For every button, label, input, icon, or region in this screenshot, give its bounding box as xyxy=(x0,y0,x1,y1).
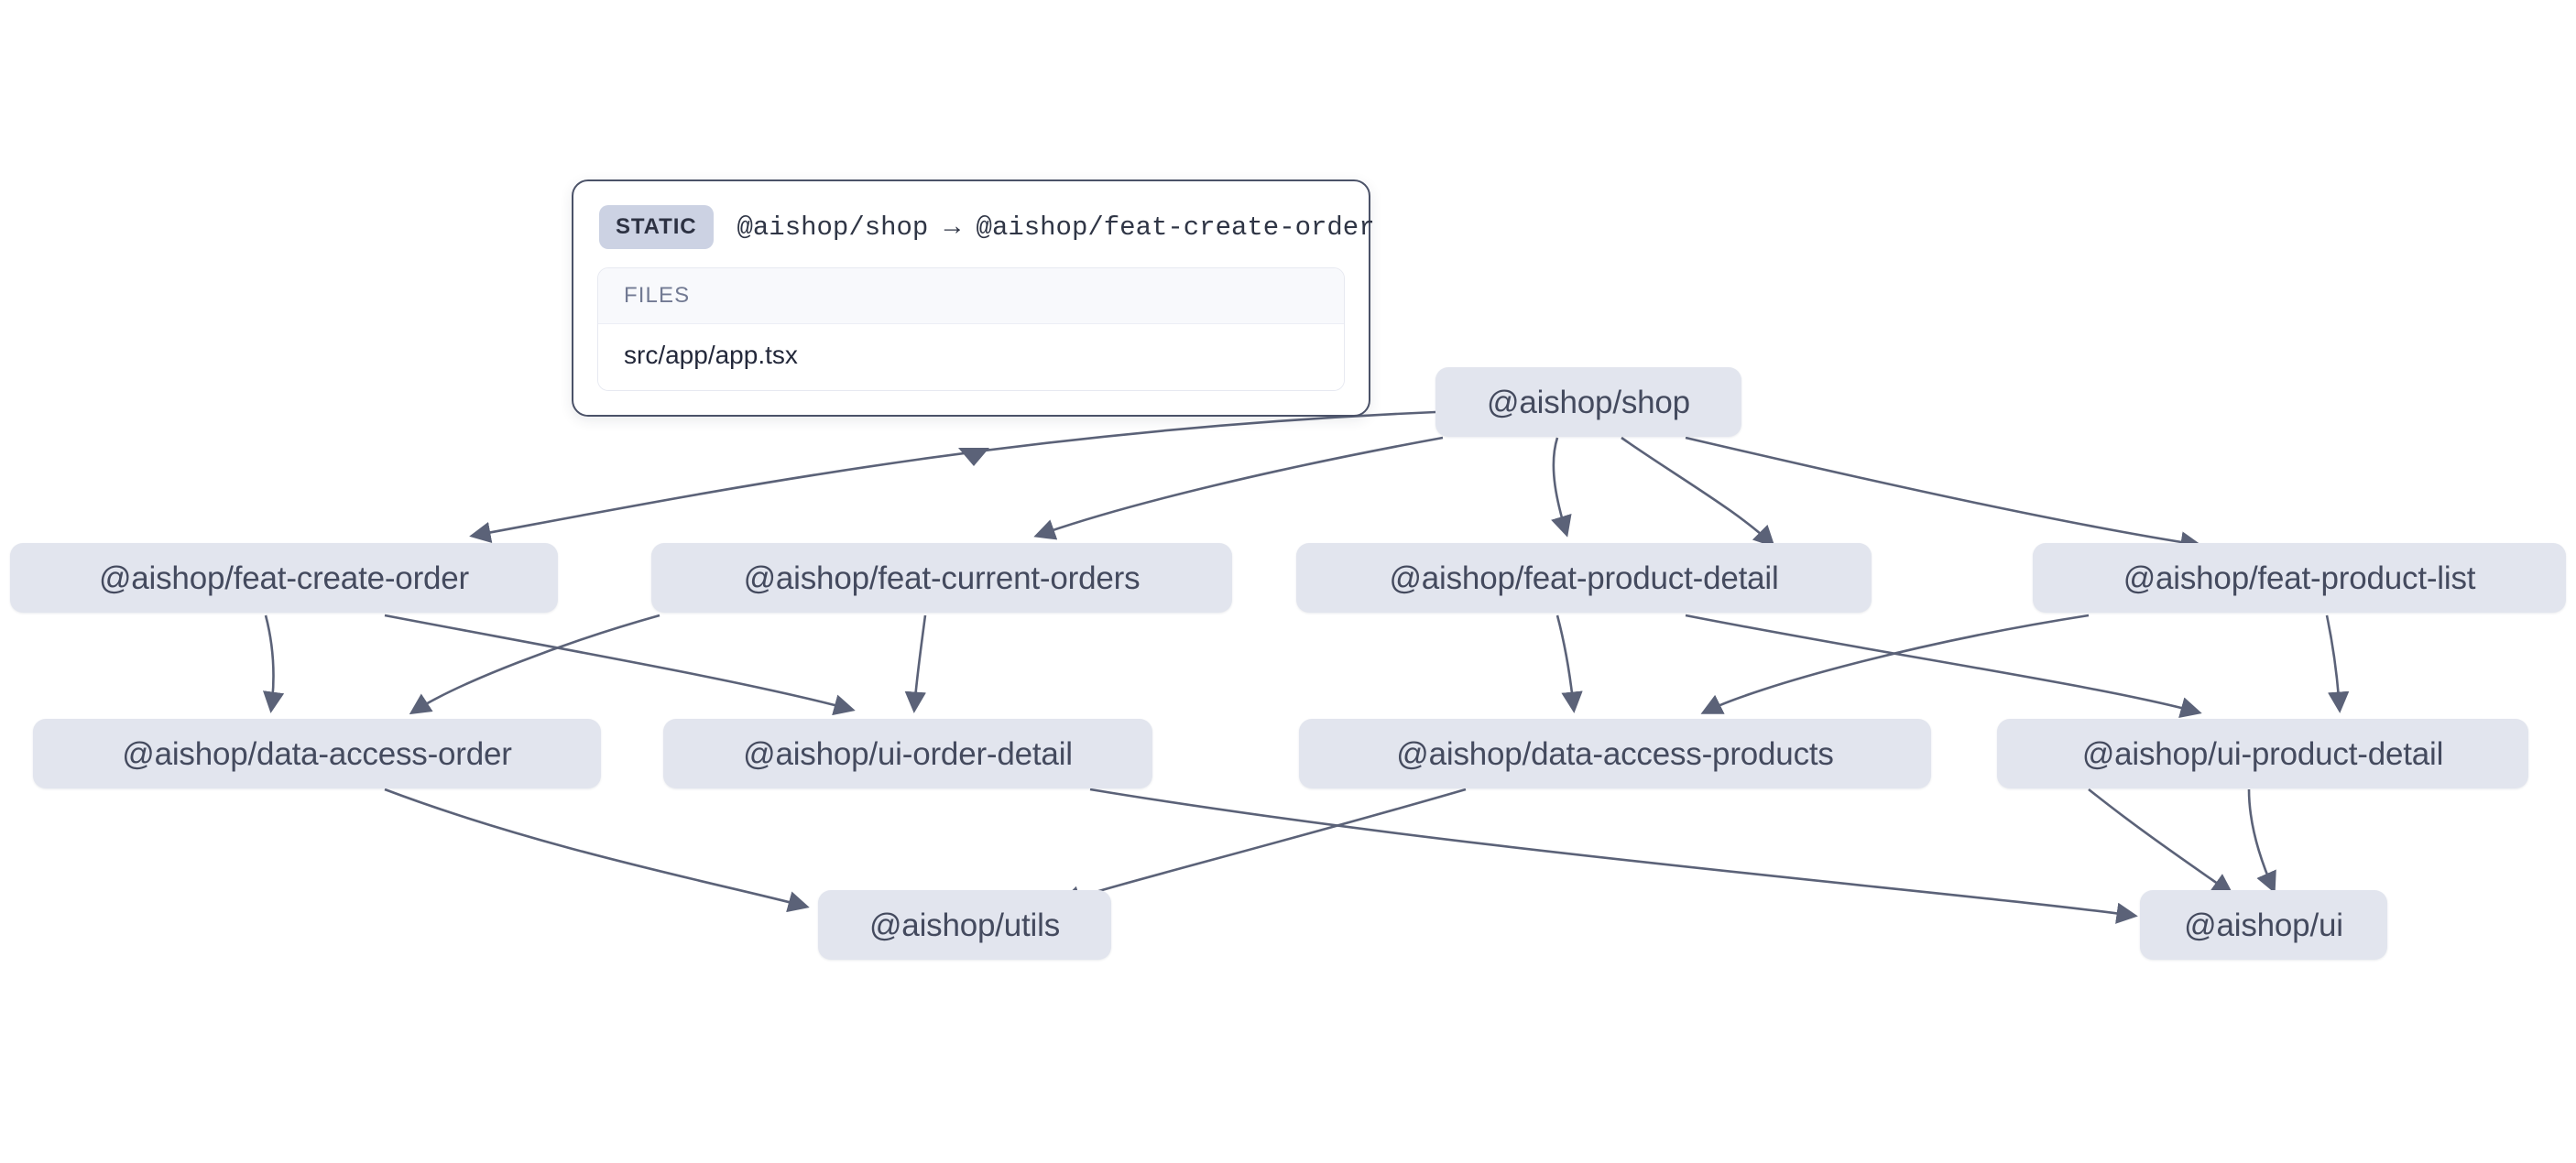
edge-feat-product-detail-to-ui-product-detail xyxy=(1685,614,2202,719)
graph-node-label: @aishop/ui xyxy=(2184,907,2343,943)
edge-feat-create-order-to-ui-order-detail xyxy=(384,614,856,716)
edge-feat-product-list-to-ui-product-detail xyxy=(2325,614,2350,713)
edge-feat-product-detail-to-data-access-products xyxy=(1555,614,1583,713)
edge-shop-to-feat-create-order xyxy=(469,410,1436,543)
edge-detail-tooltip[interactable]: STATIC @aishop/shop → @aishop/feat-creat… xyxy=(572,179,1375,417)
graph-node-ui[interactable]: @aishop/ui xyxy=(2140,890,2387,960)
edge-shop-to-feat-product-list xyxy=(1685,436,2202,553)
graph-node-feat-create-order[interactable]: @aishop/feat-create-order xyxy=(10,543,558,613)
edge-ui-product-detail-to-ui xyxy=(2088,788,2234,896)
edge-shop-to-feat-current-orders xyxy=(1033,436,1444,540)
edge-feat-current-orders-to-ui-order-detail xyxy=(904,614,927,713)
edge-ui-product-detail-to-ui-2 xyxy=(2247,788,2276,894)
graph-node-feat-product-detail[interactable]: @aishop/feat-product-detail xyxy=(1296,543,1872,613)
graph-node-label: @aishop/ui-product-detail xyxy=(2081,735,2444,772)
graph-node-label: @aishop/ui-order-detail xyxy=(743,735,1073,772)
graph-node-feat-product-list[interactable]: @aishop/feat-product-list xyxy=(2033,543,2566,613)
tooltip-files-panel: FILES src/app/app.tsx xyxy=(597,267,1345,391)
graph-node-label: @aishop/feat-product-detail xyxy=(1389,560,1779,596)
edge-type-badge: STATIC xyxy=(599,205,714,249)
edge-feat-product-list-to-data-access-products xyxy=(1700,614,2090,714)
edge-shop-to-product-detail-alt xyxy=(1621,436,1775,548)
edge-feat-current-orders-to-data-access-order xyxy=(409,614,660,715)
edge-data-access-products-to-utils xyxy=(1059,788,1467,907)
edge-data-access-order-to-utils xyxy=(384,788,810,913)
graph-node-ui-order-detail[interactable]: @aishop/ui-order-detail xyxy=(663,719,1152,788)
graph-node-shop[interactable]: @aishop/shop xyxy=(1435,367,1741,437)
edge-feat-create-order-to-data-access-order xyxy=(262,614,285,713)
graph-node-label: @aishop/utils xyxy=(868,907,1061,943)
tooltip-header: STATIC @aishop/shop → @aishop/feat-creat… xyxy=(573,181,1375,267)
edge-ui-order-detail-to-ui xyxy=(1089,788,2138,924)
graph-node-label: @aishop/shop xyxy=(1487,384,1690,420)
graph-node-label: @aishop/feat-current-orders xyxy=(743,560,1141,596)
graph-node-label: @aishop/feat-product-list xyxy=(2123,560,2476,596)
file-list-item[interactable]: src/app/app.tsx xyxy=(598,324,1344,390)
graph-node-data-access-products[interactable]: @aishop/data-access-products xyxy=(1299,719,1931,788)
files-section-header: FILES xyxy=(598,268,1344,324)
graph-node-label: @aishop/feat-create-order xyxy=(98,560,470,596)
graph-node-data-access-order[interactable]: @aishop/data-access-order xyxy=(33,719,601,788)
graph-node-label: @aishop/data-access-products xyxy=(1396,735,1834,772)
graph-node-label: @aishop/data-access-order xyxy=(122,735,512,772)
tooltip-pointer-arrow-icon xyxy=(958,448,989,466)
graph-node-utils[interactable]: @aishop/utils xyxy=(818,890,1111,960)
graph-node-feat-current-orders[interactable]: @aishop/feat-current-orders xyxy=(651,543,1232,613)
edge-shop-to-feat-product-detail xyxy=(1551,437,1572,538)
graph-node-ui-product-detail[interactable]: @aishop/ui-product-detail xyxy=(1997,719,2528,788)
edge-title: @aishop/shop → @aishop/feat-create-order xyxy=(737,212,1375,243)
